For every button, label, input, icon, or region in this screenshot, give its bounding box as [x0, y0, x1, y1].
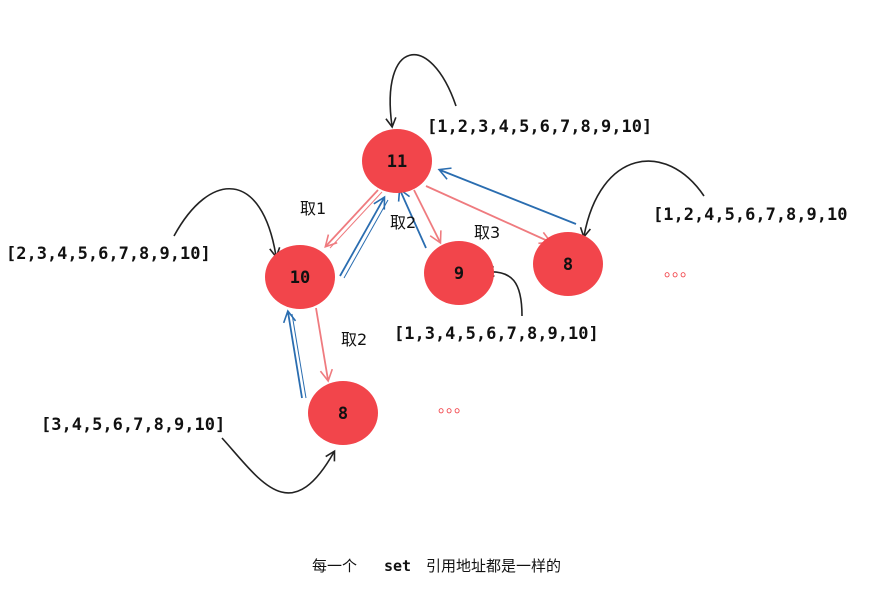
- return-edges: [282, 167, 577, 399]
- node-9: 9: [424, 241, 494, 305]
- node-11: 11: [362, 129, 432, 193]
- caption-suffix: 引用地址都是一样的: [426, 557, 561, 575]
- set-label-11: [1,2,3,4,5,6,7,8,9,10]: [427, 117, 652, 137]
- nodes: 11 10 9 8 8: [265, 129, 603, 445]
- node-8-bottom-label: 8: [338, 404, 348, 424]
- set-label-8-bottom: [3,4,5,6,7,8,9,10]: [41, 415, 225, 435]
- node-10-circle: [265, 245, 335, 309]
- edge-10-back-to-11-b: [343, 199, 389, 279]
- pick-label-1: 取1: [300, 199, 326, 218]
- ellipsis-marks: 。。。 。。。: [438, 261, 696, 416]
- pick-labels: 取1 取2 取3 取2: [300, 199, 500, 349]
- note-arrow-8-bottom: [221, 437, 336, 494]
- node-9-label: 9: [454, 264, 464, 284]
- pick-label-2-left: 取2: [341, 330, 367, 349]
- edge-10-back-to-11: [339, 195, 386, 277]
- node-8-right: 8: [533, 232, 603, 296]
- edge-8-back-to-10: [282, 309, 303, 399]
- caption-keyword: set: [384, 557, 411, 575]
- set-label-8-right: [1,2,4,5,6,7,8,9,10: [653, 205, 847, 225]
- note-arrow-11: [385, 53, 457, 129]
- pick-label-3: 取3: [474, 223, 500, 242]
- caption-prefix: 每一个: [312, 557, 357, 575]
- pick-label-2-top: 取2: [390, 213, 416, 232]
- edge-11-to-10: [324, 189, 379, 248]
- node-9-circle: [424, 241, 494, 305]
- ellipsis-middle: 。。。: [438, 397, 470, 416]
- node-11-circle: [362, 129, 432, 193]
- set-label-10: [2,3,4,5,6,7,8,9,10]: [6, 244, 211, 264]
- edge-9-back-to-11: [397, 187, 427, 249]
- node-8-bottom-circle: [308, 381, 378, 445]
- pick-edges: [315, 185, 553, 383]
- node-11-label: 11: [387, 152, 407, 172]
- node-10-label: 10: [290, 268, 310, 288]
- edge-8-back-to-10-b: [291, 313, 307, 399]
- edge-11-to-8-right: [425, 185, 553, 245]
- note-arrow-8-right: [579, 160, 705, 239]
- node-8-right-label: 8: [563, 255, 573, 275]
- caption: 每一个 set 引用地址都是一样的: [312, 557, 561, 575]
- set-labels: [1,2,3,4,5,6,7,8,9,10] [2,3,4,5,6,7,8,9,…: [6, 117, 847, 435]
- ellipsis-right: 。。。: [664, 261, 696, 280]
- node-10: 10: [265, 245, 335, 309]
- annotation-arrows: [173, 53, 705, 494]
- edge-10-to-8-bottom: [315, 307, 334, 383]
- note-arrow-10: [173, 187, 281, 259]
- node-8-bottom: 8: [308, 381, 378, 445]
- edge-8-back-to-11: [437, 167, 577, 225]
- set-label-9: [1,3,4,5,6,7,8,9,10]: [394, 324, 599, 344]
- edge-11-to-10-b: [329, 191, 383, 249]
- edge-11-to-9: [413, 189, 442, 245]
- node-8-right-circle: [533, 232, 603, 296]
